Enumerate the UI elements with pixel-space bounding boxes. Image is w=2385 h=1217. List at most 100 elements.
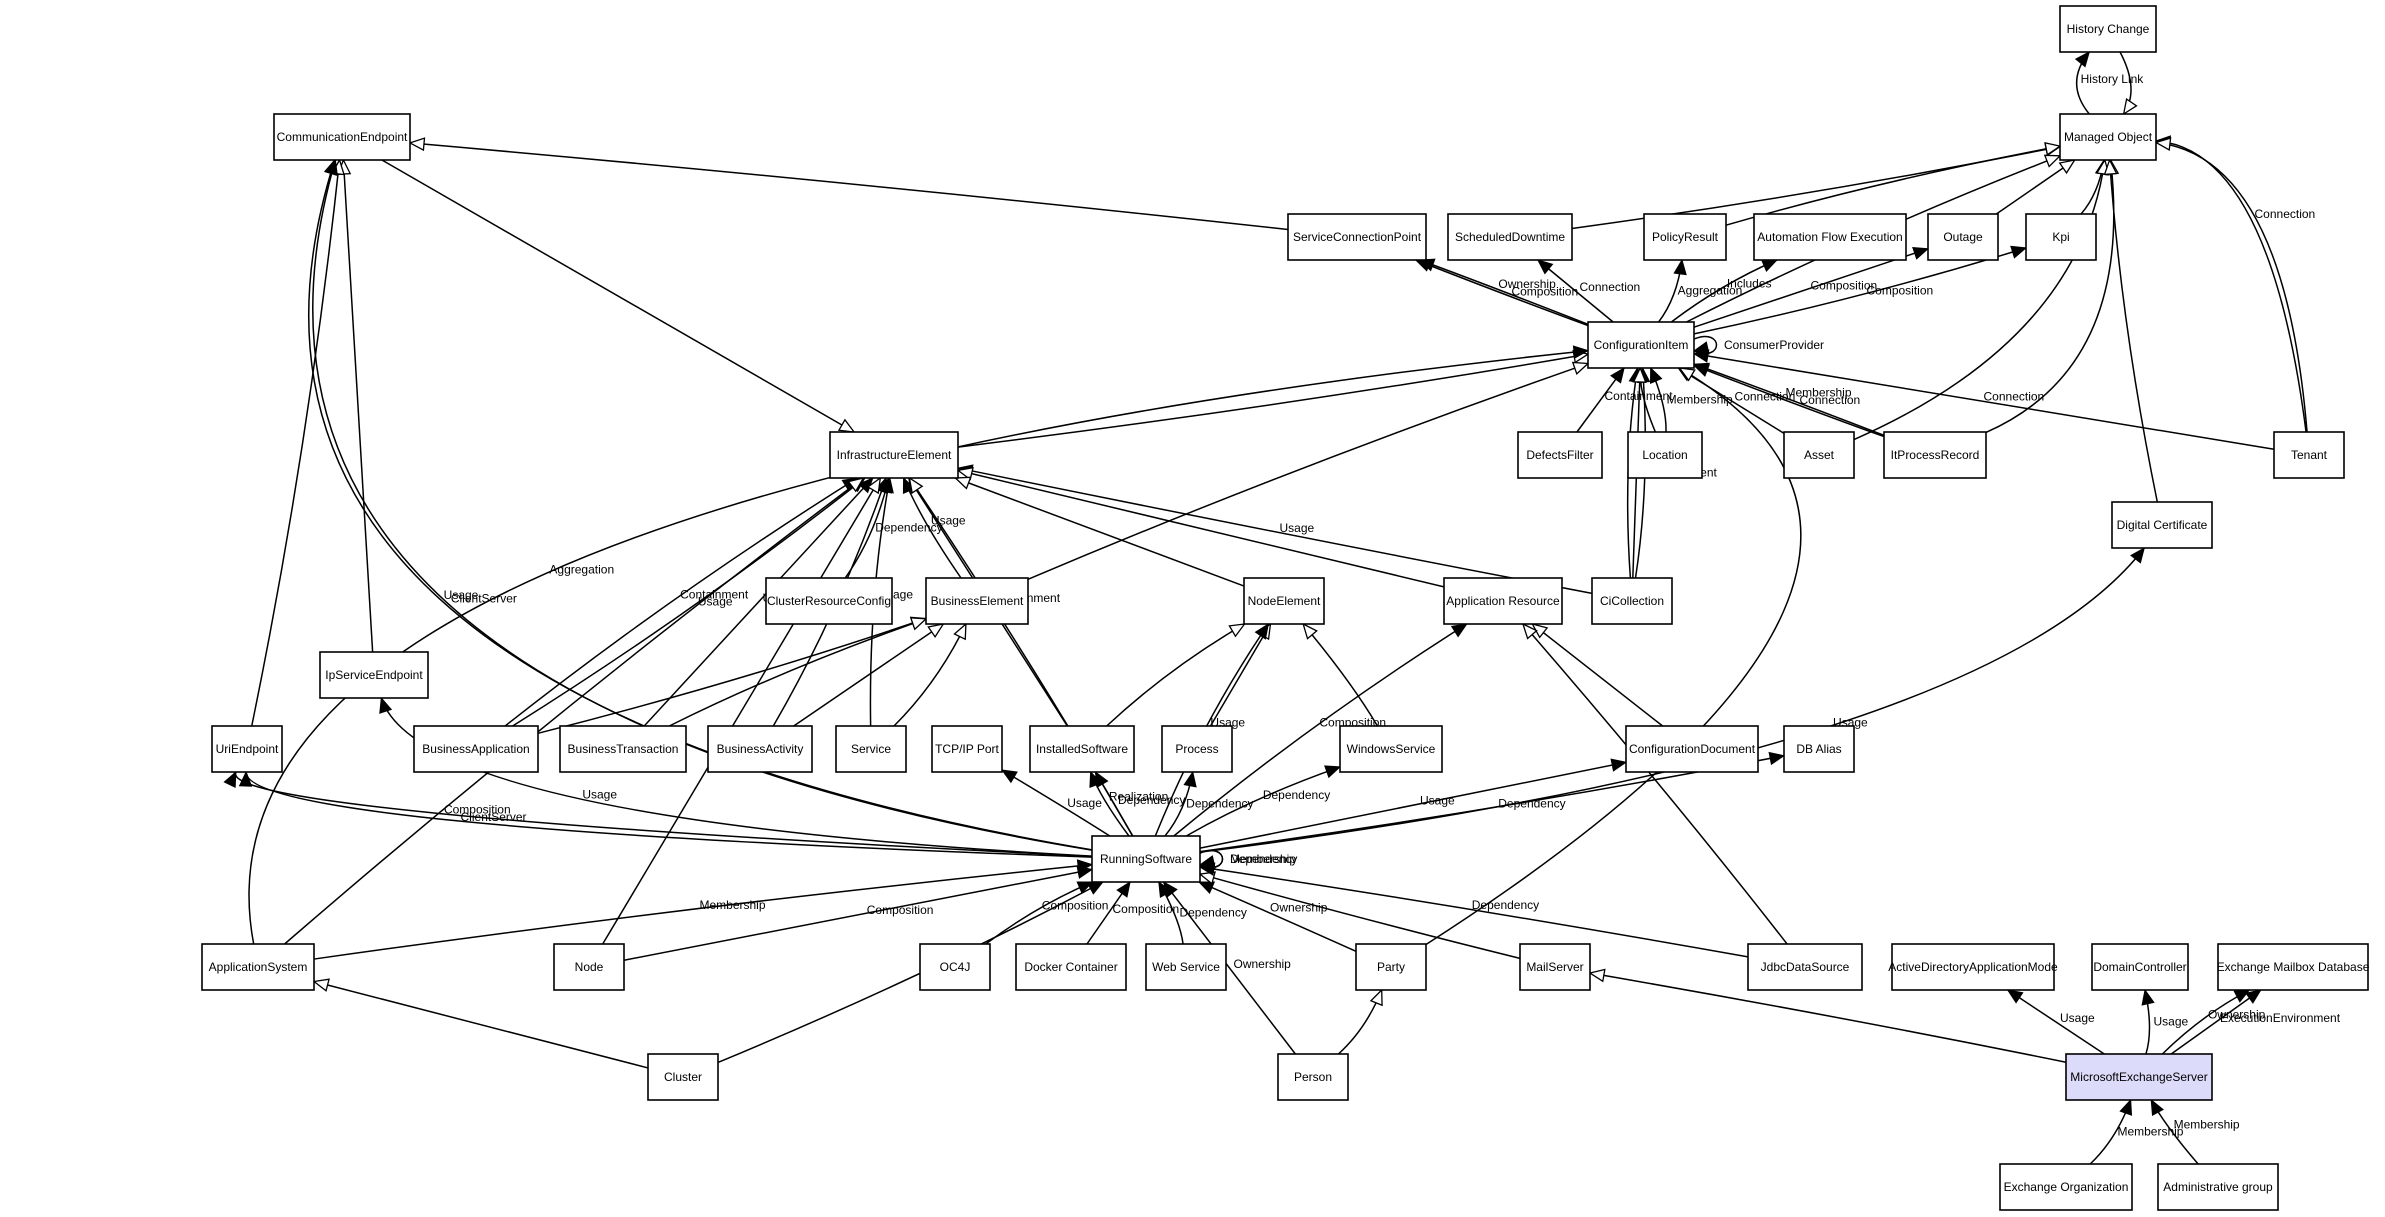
node-asset[interactable]: Asset [1783, 431, 1855, 479]
edge-line [1693, 364, 1885, 438]
edge-asset-to-managed_object [1853, 158, 2110, 441]
node-label: MicrosoftExchangeServer [2070, 1070, 2207, 1084]
node-application-resource[interactable]: Application Resource [1443, 577, 1563, 625]
node-microsoft-exchange-server[interactable]: MicrosoftExchangeServer [2065, 1053, 2213, 1101]
node-windows-service[interactable]: WindowsService [1339, 725, 1443, 773]
node-node[interactable]: Node [553, 943, 625, 991]
node-jdbc-data-source[interactable]: JdbcDataSource [1747, 943, 1863, 991]
node-communication-endpoint[interactable]: CommunicationEndpoint [273, 113, 411, 161]
association-arrowhead [1610, 758, 1628, 772]
edge-running_software-to-process: Dependency [1164, 770, 1254, 837]
edge-label: Connection [1984, 390, 2045, 404]
node-domain-controller[interactable]: DomainController [2091, 943, 2189, 991]
edge-label: History Link [2081, 72, 2145, 86]
node-policy-result[interactable]: PolicyResult [1643, 213, 1727, 261]
node-box [201, 943, 315, 991]
association-arrowhead [1536, 259, 1554, 275]
edge-line [512, 477, 866, 727]
node-label: IpServiceEndpoint [325, 668, 423, 682]
association-arrowhead [2006, 989, 2024, 1004]
node-running-software[interactable]: RunningSoftware [1091, 835, 1201, 883]
node-box [1625, 725, 1759, 773]
node-outage[interactable]: Outage [1927, 213, 1999, 261]
edge-line [1693, 352, 2275, 450]
association-arrowhead [2010, 245, 2028, 259]
edge-line [1199, 866, 1749, 958]
node-service[interactable]: Service [835, 725, 907, 773]
node-oc4j[interactable]: OC4J [919, 943, 991, 991]
node-infrastructure-element[interactable]: InfrastructureElement [829, 431, 959, 479]
node-db-alias[interactable]: DB Alias [1783, 725, 1855, 773]
node-service-connection-point[interactable]: ServiceConnectionPoint [1287, 213, 1427, 261]
node-label: ClusterResourceConfig [767, 594, 891, 608]
edge-it_process_record-to-configuration_item: Membership [1692, 362, 1885, 437]
node-location[interactable]: Location [1627, 431, 1703, 479]
node-label: CommunicationEndpoint [277, 130, 408, 144]
node-label: Outage [1943, 230, 1983, 244]
node-business-element[interactable]: BusinessElement [925, 577, 1029, 625]
inheritance-arrowhead [1632, 366, 1647, 383]
edge-application_system-to-infrastructure_element [284, 477, 865, 945]
node-active-directory-application-mode[interactable]: ActiveDirectoryApplicationMode [1888, 943, 2058, 991]
node-managed-object[interactable]: Managed Object [2059, 113, 2157, 161]
edge-running_software-to-communication_endpoint: ClientServer [312, 158, 1093, 851]
node-node-element[interactable]: NodeElement [1243, 577, 1325, 625]
node-scheduled-downtime[interactable]: ScheduledDowntime [1447, 213, 1573, 261]
edge-label: Composition [1113, 902, 1180, 916]
node-label: Application Resource [1446, 594, 1560, 608]
inheritance-arrowhead [1198, 871, 1216, 885]
node-business-application[interactable]: BusinessApplication [413, 725, 539, 773]
association-arrowhead [1076, 881, 1094, 894]
edge-label: ConsumerProvider [1724, 338, 1824, 352]
node-application-system[interactable]: ApplicationSystem [201, 943, 315, 991]
edge-application_resource-to-infrastructure_element [956, 466, 1445, 588]
node-business-transaction[interactable]: BusinessTransaction [559, 725, 687, 773]
node-party[interactable]: Party [1355, 943, 1427, 991]
node-automation-flow-execution[interactable]: Automation Flow Execution [1753, 213, 1907, 261]
node-box [1627, 431, 1703, 479]
association-arrowhead [1000, 769, 1018, 784]
node-process[interactable]: Process [1161, 725, 1233, 773]
node-kpi[interactable]: Kpi [2025, 213, 2097, 261]
node-cluster-resource-config[interactable]: ClusterResourceConfig [765, 577, 893, 625]
inheritance-arrowhead [927, 623, 945, 639]
edge-communication_endpoint-to-infrastructure_element [381, 159, 856, 433]
node-installed-software[interactable]: InstalledSoftware [1029, 725, 1135, 773]
inheritance-arrowhead [1571, 361, 1590, 375]
edge-line [537, 617, 927, 735]
association-arrowhead [1450, 623, 1468, 638]
node-defects-filter[interactable]: DefectsFilter [1517, 431, 1603, 479]
node-mail-server[interactable]: MailServer [1519, 943, 1591, 991]
node-label: InstalledSoftware [1036, 742, 1128, 756]
node-digital-certificate[interactable]: Digital Certificate [2111, 501, 2213, 549]
node-ip-service-endpoint[interactable]: IpServiceEndpoint [319, 651, 429, 699]
node-person[interactable]: Person [1277, 1053, 1349, 1101]
node-label: BusinessTransaction [568, 742, 679, 756]
node-tenant[interactable]: Tenant [2273, 431, 2345, 479]
edge-label: Membership [2117, 1125, 2183, 1139]
node-ci-collection[interactable]: CiCollection [1591, 577, 1673, 625]
node-box [2059, 113, 2157, 161]
association-arrowhead [1610, 366, 1625, 384]
edge-microsoft_exchange_server-to-exchange_mailbox_database: ExecutionEnvironment [2170, 989, 2341, 1055]
node-configuration-item[interactable]: ConfigurationItem [1587, 321, 1695, 369]
node-uri-endpoint[interactable]: UriEndpoint [211, 725, 283, 773]
inheritance-arrowhead [909, 617, 928, 631]
node-web-service[interactable]: Web Service [1145, 943, 1227, 991]
node-label: ItProcessRecord [1891, 448, 1980, 462]
node-it-process-record[interactable]: ItProcessRecord [1883, 431, 1987, 479]
node-docker-container[interactable]: Docker Container [1015, 943, 1127, 991]
edge-label: Composition [1042, 899, 1109, 913]
edge-line [313, 863, 1093, 960]
node-history-change[interactable]: History Change [2059, 5, 2157, 53]
node-configuration-document[interactable]: ConfigurationDocument [1625, 725, 1759, 773]
node-exchange-mailbox-database[interactable]: Exchange Mailbox Database [2217, 943, 2370, 991]
node-business-activity[interactable]: BusinessActivity [707, 725, 813, 773]
node-box [319, 651, 429, 699]
edge-label: Composition [1811, 278, 1878, 292]
node-exchange-organization[interactable]: Exchange Organization [1999, 1163, 2133, 1211]
node-cluster[interactable]: Cluster [647, 1053, 719, 1101]
node-tcp-ip-port[interactable]: TCP/IP Port [931, 725, 1003, 773]
node-administrative-group[interactable]: Administrative group [2157, 1163, 2279, 1211]
edge-label: Aggregation [1678, 284, 1743, 298]
